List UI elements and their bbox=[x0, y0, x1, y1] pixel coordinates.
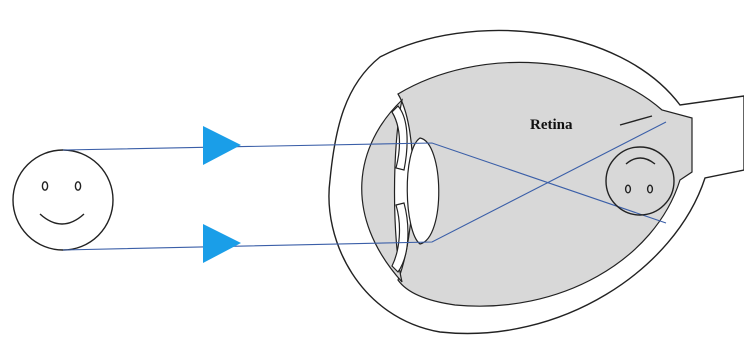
iris-upper bbox=[391, 105, 408, 171]
image-inverted-smiley-face-icon bbox=[605, 146, 675, 216]
lower-triangle-arrow-right-icon bbox=[203, 224, 241, 263]
upper-ray bbox=[62, 142, 667, 224]
retina-label: Retina bbox=[530, 117, 573, 133]
object-smiley-face-icon bbox=[12, 149, 114, 251]
lens bbox=[406, 137, 440, 245]
lower-ray bbox=[62, 121, 667, 251]
retina-pointer bbox=[619, 115, 653, 126]
light-rays bbox=[62, 121, 667, 251]
iris-lower bbox=[391, 202, 409, 273]
upper-triangle-arrow-right-icon bbox=[203, 126, 241, 165]
retina-label-group: Retina bbox=[530, 115, 653, 133]
cornea bbox=[361, 98, 404, 283]
